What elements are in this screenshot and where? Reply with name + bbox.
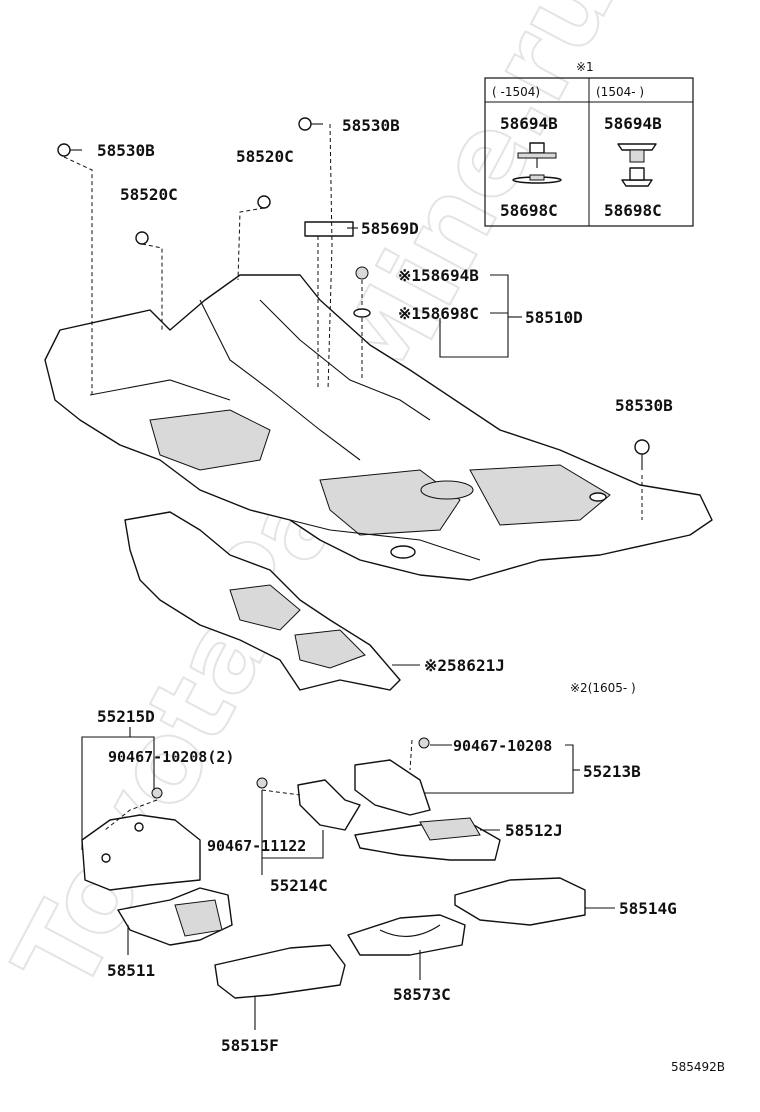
part-58569D-shape (304, 221, 354, 237)
label-58512J: 58512J (505, 821, 563, 840)
label-90467-10208-2: 90467-10208(2) (108, 748, 234, 766)
label-55215D: 55215D (97, 707, 155, 726)
label-58694B: ※158694B (398, 266, 479, 285)
part-58515F-shape (214, 944, 346, 999)
part-55214C-shape (256, 777, 361, 831)
label-58530B-right: 58530B (615, 396, 673, 415)
part-58512J-shape (354, 817, 501, 861)
label-58621J: ※258621J (424, 656, 505, 675)
diagram-id: 585492B (671, 1060, 725, 1074)
part-labels: 58530B 58530B 58520C 58520C 58569D ※1586… (97, 116, 725, 1074)
label-note-2: ※2(1605- ) (570, 681, 636, 695)
dashed-guides (63, 123, 643, 831)
label-90467-11122: 90467-11122 (207, 837, 306, 855)
inset-left-bottom-label: 58698C (500, 201, 558, 220)
clip-sketch-left (512, 142, 562, 184)
leader-lines (81, 227, 615, 1030)
part-55215D-shape (81, 787, 201, 891)
floor-carpet-main (44, 221, 713, 581)
label-58573C: 58573C (393, 985, 451, 1004)
label-58520C-top: 58520C (236, 147, 294, 166)
part-58511-shape (117, 887, 233, 946)
label-58698C: ※158698C (398, 304, 479, 323)
label-55213B: 55213B (583, 762, 641, 781)
inset-right-bottom-label: 58698C (604, 201, 662, 220)
inset-col-right-header: (1504- ) (596, 85, 644, 99)
label-58569D: 58569D (361, 219, 419, 238)
label-90467-10208: 90467-10208 (453, 737, 552, 755)
inset-right-top-label: 58694B (604, 114, 662, 133)
part-55213B-shape (354, 737, 431, 816)
label-58530B-left: 58530B (97, 141, 155, 160)
part-58514G-shape (454, 877, 586, 926)
inset-col-left-header: ( -1504) (492, 85, 540, 99)
inset-left-top-label: 58694B (500, 114, 558, 133)
clip-sketch-right (617, 143, 657, 187)
part-58573C-shape (347, 914, 466, 956)
floor-carpet-58621J (124, 511, 401, 691)
label-58530B-top: 58530B (342, 116, 400, 135)
label-58511: 58511 (107, 961, 155, 980)
label-58510D: 58510D (525, 308, 583, 327)
label-58515F: 58515F (221, 1036, 279, 1055)
label-58520C-left: 58520C (120, 185, 178, 204)
label-55214C: 55214C (270, 876, 328, 895)
inset-table: ※1 ( -1504) (1504- ) 58694B 58694B 58698… (484, 60, 694, 227)
fasteners-upper (57, 117, 650, 470)
inset-marker: ※1 (576, 60, 594, 74)
label-58514G: 58514G (619, 899, 677, 918)
